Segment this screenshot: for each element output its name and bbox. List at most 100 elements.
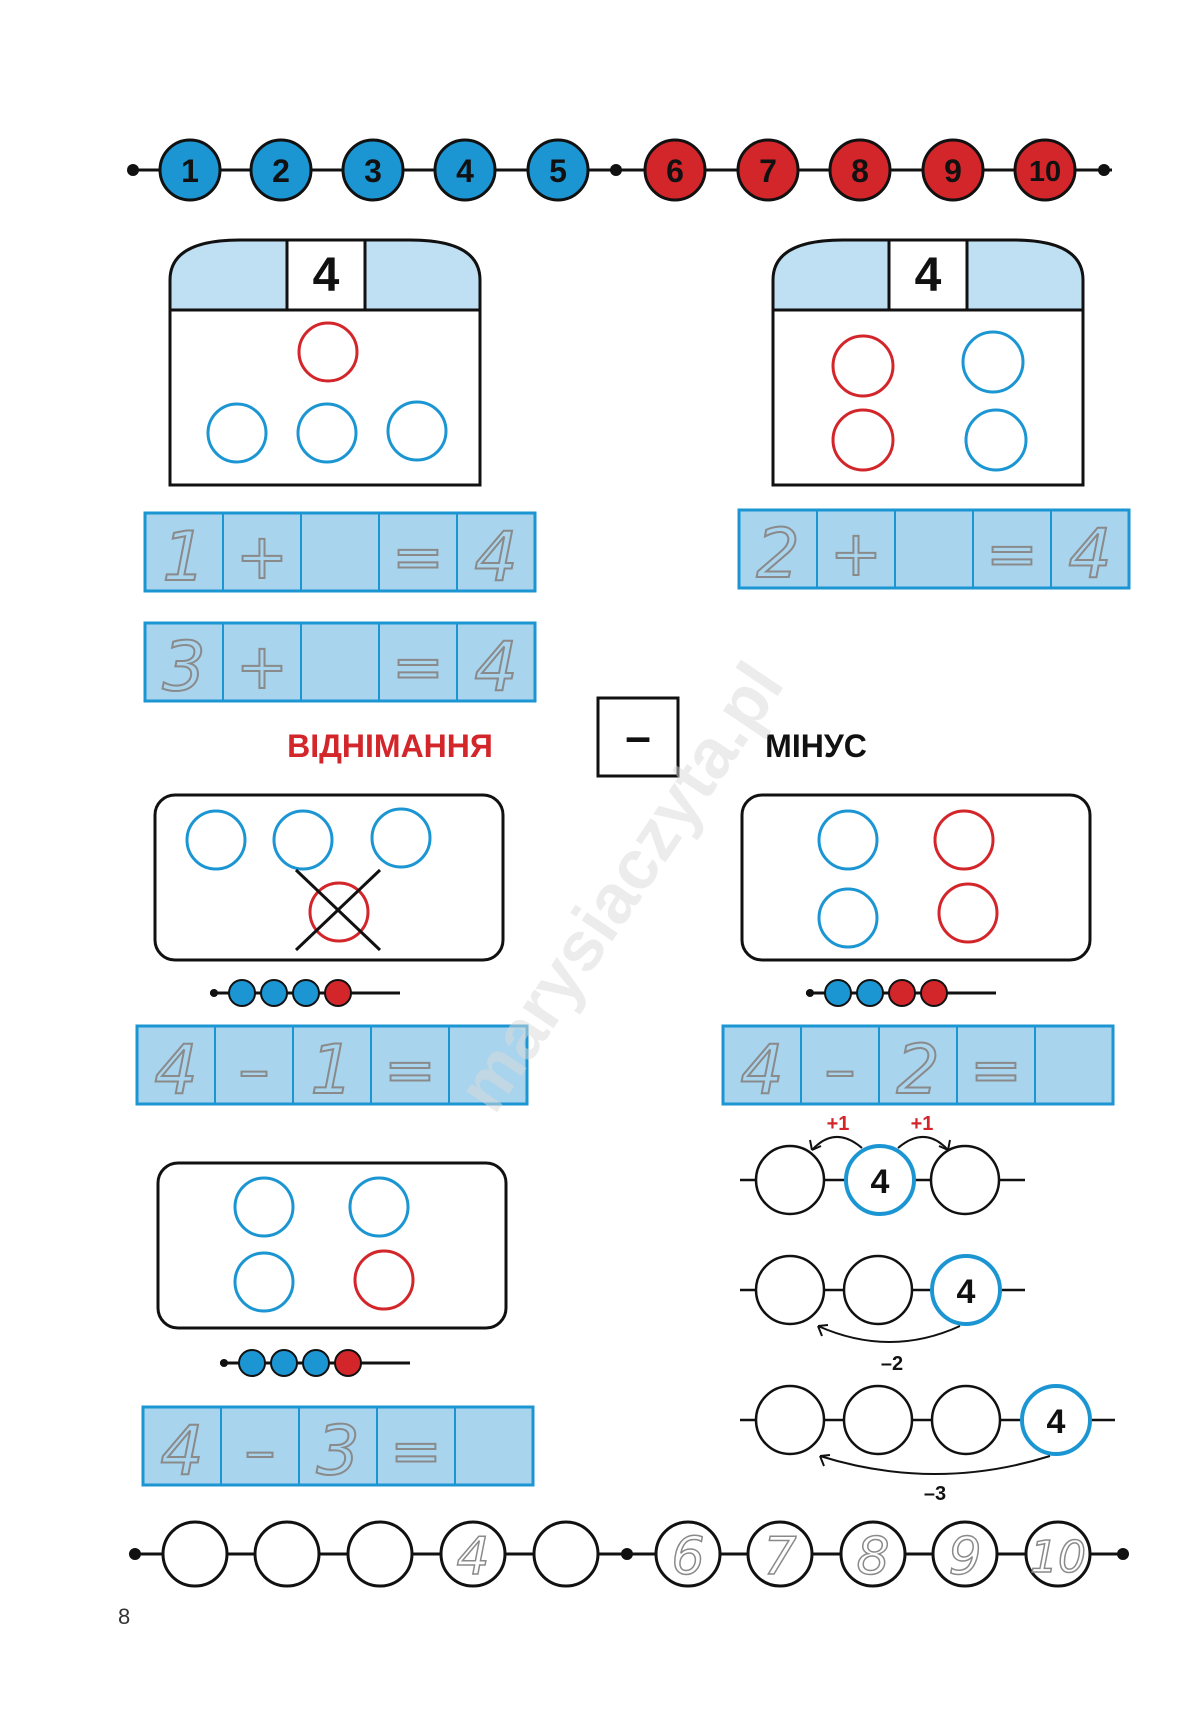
traced-number: 9 [948, 1527, 981, 1587]
traced-digit: 1 [310, 1031, 353, 1110]
number-circle: 9 [931, 1520, 999, 1588]
traced-sign: + [236, 520, 288, 593]
number-house-right: 4 [771, 238, 1085, 487]
traced-digit: 1 [162, 518, 205, 597]
traced-sign: = [970, 1033, 1022, 1106]
bead-number: 10 [1029, 156, 1061, 188]
subtraction-row-3: 4 – 3 = [141, 1405, 535, 1492]
line-end-dot [1098, 164, 1110, 176]
number-circle: 7 [746, 1520, 814, 1588]
empty-circle [754, 1384, 826, 1456]
empty-circle [842, 1254, 914, 1326]
counter-dot-blue [961, 330, 1025, 394]
traced-sign: – [825, 1033, 856, 1106]
circle-number: 4 [957, 1273, 976, 1311]
counter-dot-red [831, 408, 895, 472]
traced-digit: 4 [1068, 515, 1111, 594]
jump-arrow [811, 1136, 863, 1151]
mini-bead-row-1 [210, 979, 400, 1007]
number-bead: 7 [736, 138, 800, 202]
bead-number: 9 [944, 153, 962, 189]
jump-label: +1 [827, 1113, 850, 1135]
counter-box-3 [156, 1161, 508, 1330]
counter-dot-red [831, 334, 895, 398]
traced-sign: = [384, 1033, 436, 1106]
traced-number: 7 [763, 1527, 796, 1587]
counter-dot-blue [817, 809, 879, 871]
counter-dot-red [297, 321, 359, 383]
number-circle [161, 1520, 229, 1588]
addition-row-2: 3 + = 4 [143, 621, 537, 708]
counter-dot-blue [233, 1176, 295, 1238]
empty-circle [929, 1144, 1001, 1216]
subtraction-heading: ВІДНІМАННЯ – МІНУС [287, 696, 867, 778]
jump-row-minus-2: 4 –2 [740, 1254, 1025, 1375]
traced-sign: + [236, 630, 288, 703]
counter-dot-blue [964, 408, 1028, 472]
counter-dot-blue [348, 1176, 410, 1238]
counter-dot-blue [233, 1251, 295, 1313]
counter-box-2 [740, 793, 1092, 962]
mini-bead-row-3 [220, 1349, 410, 1377]
number-bead: 9 [921, 138, 985, 202]
section-title: ВІДНІМАННЯ [287, 728, 493, 764]
traced-sign: = [392, 630, 444, 703]
roof-number-box [887, 238, 969, 312]
counter-dot-blue [386, 400, 448, 462]
traced-digit: 4 [474, 628, 517, 707]
number-circle [253, 1520, 321, 1588]
jump-arrow [897, 1136, 949, 1151]
house-body [771, 308, 1085, 487]
traced-digit: 3 [316, 1412, 359, 1491]
counter-dot-red [937, 882, 999, 944]
page-number: 8 [118, 1604, 130, 1629]
number-circle [930, 1254, 1002, 1326]
roof-number: 4 [915, 249, 942, 302]
sign-name: МІНУС [765, 728, 867, 764]
roof-number: 4 [313, 249, 340, 302]
jump-arrow [819, 1455, 1051, 1475]
bead-number: 3 [364, 153, 382, 189]
jump-label: –2 [881, 1353, 903, 1375]
jump-arrow [817, 1325, 961, 1343]
top-number-line: 1 2 3 4 5 6 7 8 9 10 [127, 138, 1112, 202]
jump-label: +1 [911, 1113, 934, 1135]
mini-bead-row-2 [806, 979, 996, 1007]
subtraction-row-1: 4 – 1 = [135, 1024, 529, 1111]
traced-number: 4 [456, 1527, 489, 1587]
counter-dot-blue [206, 402, 268, 464]
counter-dot-red [353, 1249, 415, 1311]
bottom-number-line: 4 6 7 8 9 10 [129, 1520, 1129, 1588]
number-bead: 8 [828, 138, 892, 202]
counter-dot-red [308, 881, 370, 943]
cross-out-mark [294, 868, 382, 952]
addition-row-1: 1 + = 4 [143, 511, 537, 598]
number-circle [532, 1520, 600, 1588]
number-bead: 6 [643, 138, 707, 202]
traced-digit: 4 [160, 1412, 203, 1491]
traced-digit: 4 [740, 1031, 783, 1110]
minus-sign: – [625, 710, 651, 762]
bead-number: 1 [181, 153, 199, 189]
line-middle-dot [610, 164, 622, 176]
traced-digit: 2 [756, 515, 799, 594]
number-bead: 10 [1013, 138, 1077, 202]
bead-number: 2 [272, 153, 290, 189]
number-bead: 3 [341, 138, 405, 202]
traced-sign: = [390, 1414, 442, 1487]
number-circle [346, 1520, 414, 1588]
number-circle: 10 [1024, 1520, 1092, 1588]
counter-box-1 [153, 793, 505, 962]
bead-number: 4 [456, 153, 474, 189]
traced-sign: = [986, 517, 1038, 590]
empty-circle [754, 1254, 826, 1326]
circle-number: 4 [871, 1163, 890, 1201]
counter-dot-blue [296, 402, 358, 464]
traced-sign: = [392, 520, 444, 593]
counter-dot-blue [272, 809, 334, 871]
bead-number: 5 [549, 153, 567, 189]
traced-digit: 3 [162, 628, 205, 707]
addition-row-3: 2 + = 4 [737, 508, 1131, 595]
